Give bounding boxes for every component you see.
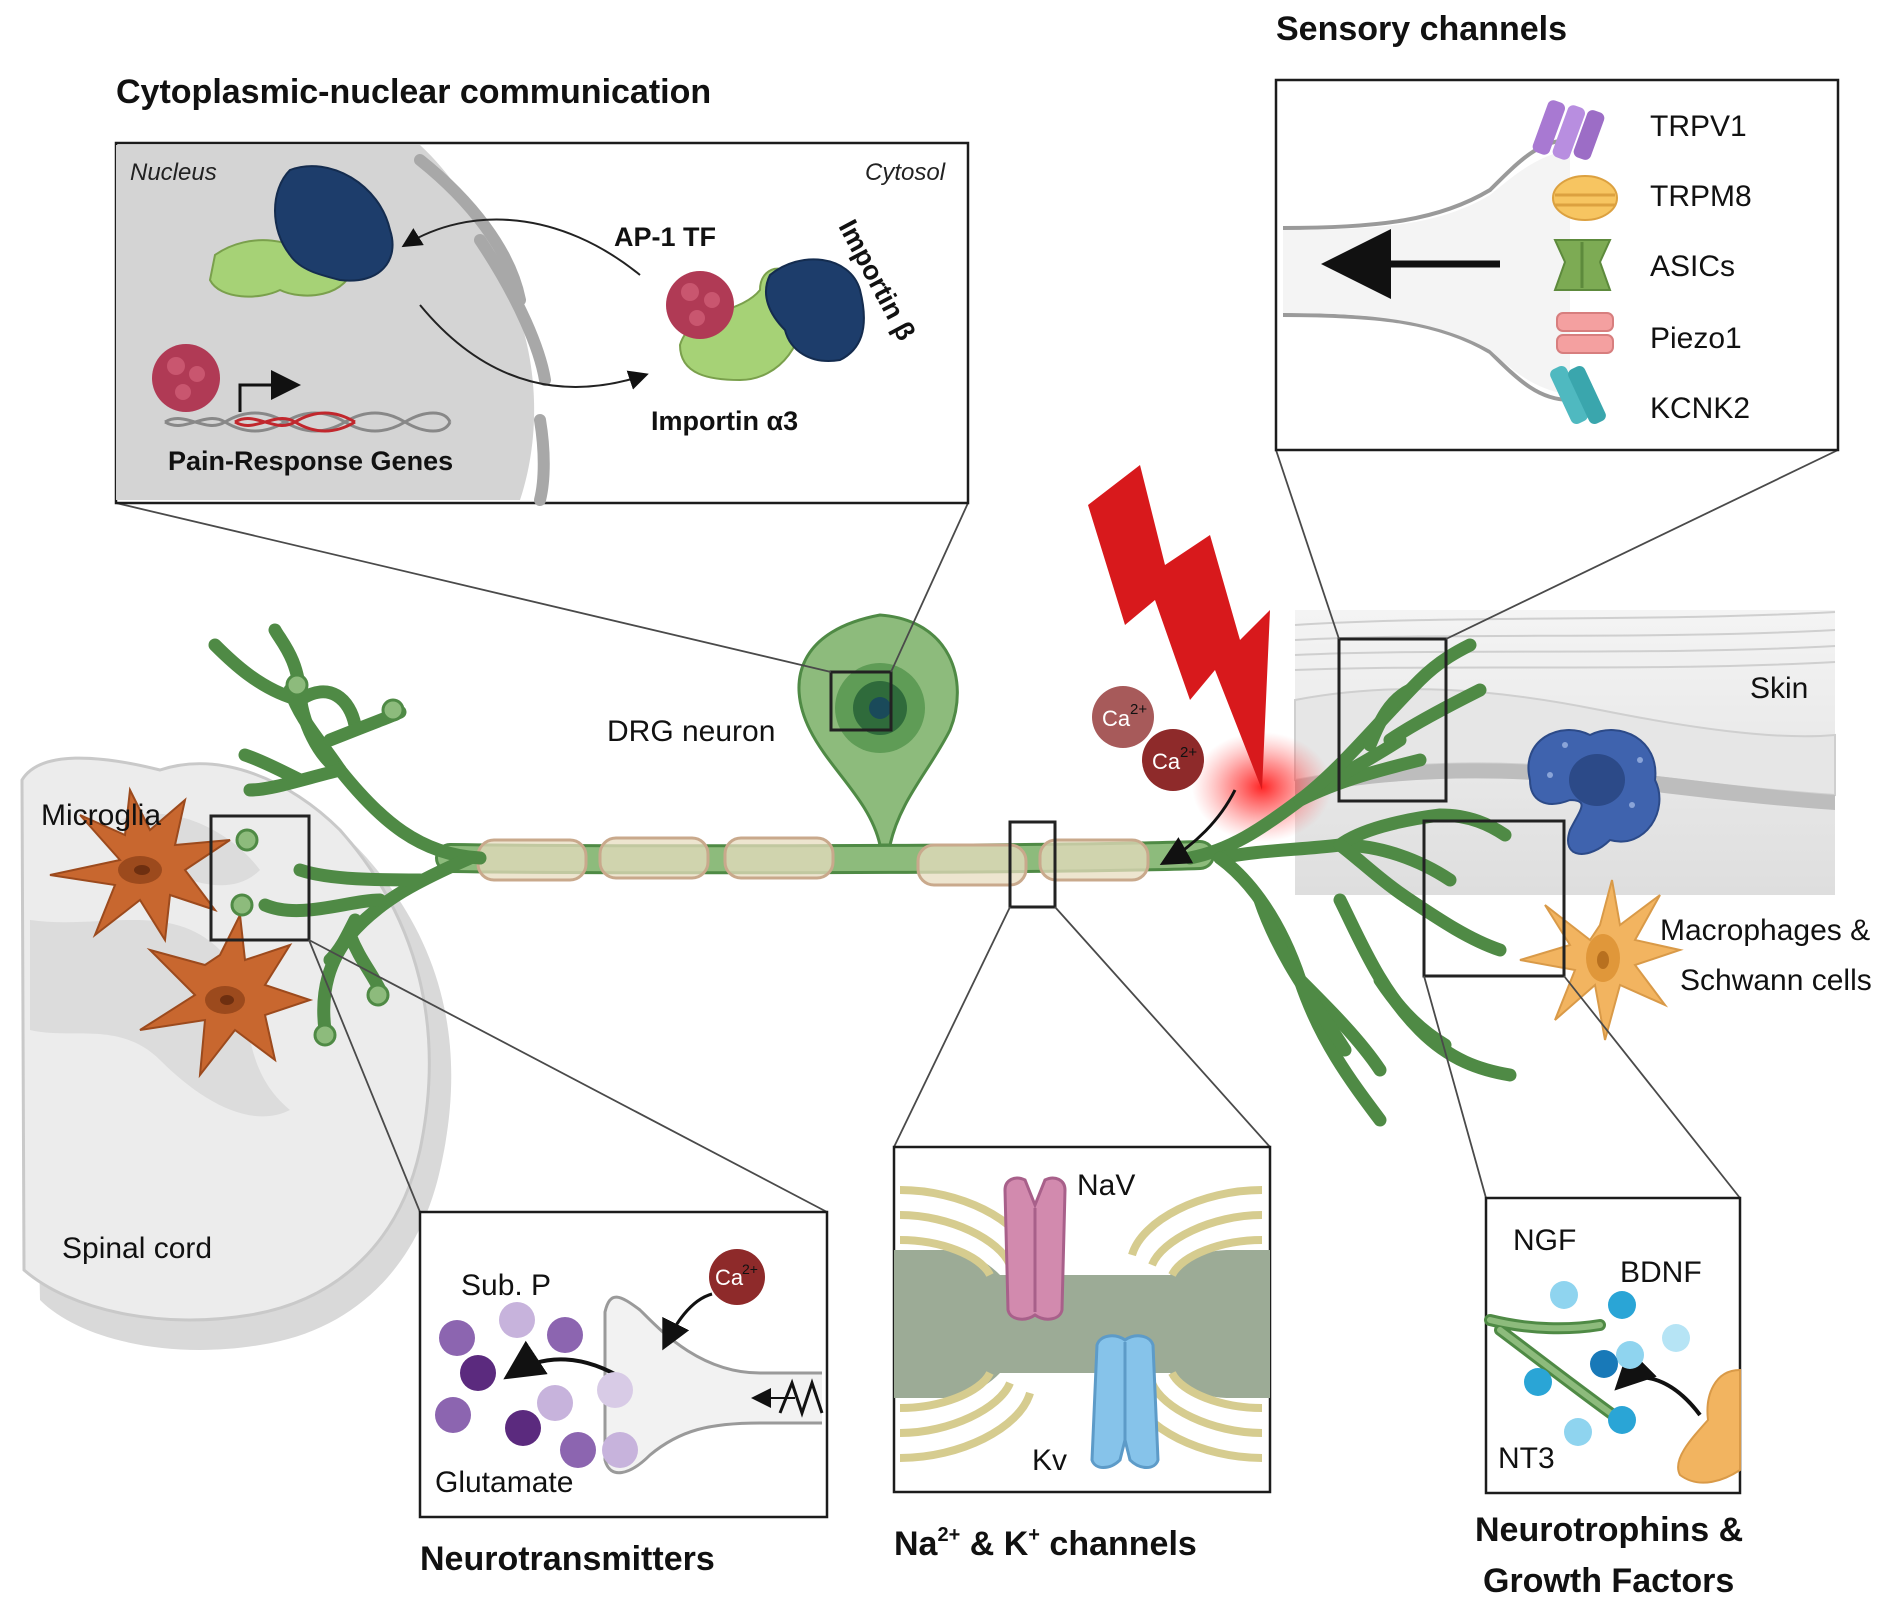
- microglia-cell-2: [139, 911, 314, 1079]
- ngf-label: NGF: [1513, 1224, 1576, 1257]
- drg-neuron-label: DRG neuron: [607, 715, 775, 748]
- importin-complex-nucleus: [208, 165, 394, 298]
- trpv1-channel-icon: [1532, 100, 1605, 160]
- peripheral-terminal-branches: [1183, 638, 1517, 1127]
- macrophages-label-1: Macrophages &: [1660, 914, 1870, 947]
- channel-label-2: TRPM8: [1650, 180, 1752, 213]
- ca-label-synapse: Ca: [715, 1265, 744, 1290]
- growth-factor-particles: [1524, 1281, 1690, 1446]
- na-k-sup1: 2+: [937, 1524, 960, 1546]
- na-k-sup2: +: [1028, 1524, 1040, 1546]
- na-k-prefix: Na: [894, 1525, 939, 1563]
- title-cytoplasmic: Cytoplasmic-nuclear communication: [116, 73, 711, 111]
- calcium-influx-arrow: [1159, 789, 1237, 865]
- ap1-label: AP-1 TF: [614, 222, 716, 252]
- ca-label-2: Ca: [1152, 749, 1181, 774]
- title-neurotrophins-1: Neurotrophins &: [1475, 1511, 1743, 1549]
- title-na-k-channels: Na2+ & K+ channels: [894, 1524, 1197, 1563]
- nav-label: NaV: [1077, 1169, 1135, 1202]
- trpm8-channel-icon: [1552, 175, 1618, 221]
- central-terminal-branches: [208, 623, 487, 1047]
- na-k-mid: & K: [960, 1525, 1028, 1563]
- myelin-sheath: [476, 836, 1150, 887]
- cytosol-label: Cytosol: [865, 159, 946, 186]
- microglia-label: Microglia: [41, 799, 161, 832]
- genes-label: Pain-Response Genes: [168, 446, 453, 476]
- lightning-bolt-icon: [1088, 465, 1270, 790]
- ca-sup-1: 2+: [1130, 701, 1147, 718]
- nucleus-label: Nucleus: [130, 159, 217, 186]
- asics-channel-icon: [1553, 239, 1612, 291]
- spinal-cord-label: Spinal cord: [62, 1232, 212, 1265]
- title-neurotrophins-2: Growth Factors: [1483, 1562, 1734, 1600]
- sensory-panel: TRPV1 TRPM8 ASICs Piezo1 KCNK2: [1274, 78, 1840, 452]
- ca-ion-synapse: Ca 2+: [709, 1249, 765, 1305]
- cytoplasmic-panel: Nucleus Cytosol AP-1 TF Importin β Impor…: [114, 141, 970, 506]
- myelin-wraps: [899, 1186, 1263, 1462]
- skin-label: Skin: [1750, 672, 1808, 705]
- schwann-cell: [1519, 879, 1684, 1041]
- microglia-cell-1: [49, 786, 231, 943]
- calcium-ion-1: Ca 2+: [1092, 686, 1154, 748]
- zoom-callouts: [115, 449, 1839, 1213]
- glutamate-label: Glutamate: [435, 1466, 573, 1499]
- macrophage-cell: [1527, 729, 1661, 855]
- title-sensory: Sensory channels: [1276, 10, 1567, 48]
- na-k-suffix: channels: [1040, 1525, 1197, 1563]
- na-k-channels-panel: NaV Kv: [892, 1145, 1272, 1494]
- neurotransmitter-panel: Ca 2+ Sub. P Glutamate: [418, 1210, 829, 1519]
- kcnk2-channel-icon: [1550, 365, 1606, 425]
- piezo1-channel-icon: [1556, 312, 1614, 354]
- sub-p-label: Sub. P: [461, 1269, 551, 1302]
- kv-label: Kv: [1032, 1444, 1067, 1477]
- ca-label-1: Ca: [1102, 706, 1131, 731]
- macrophages-label-2: Schwann cells: [1680, 964, 1872, 997]
- dna-strand: [152, 344, 452, 433]
- calcium-ion-2: Ca 2+: [1142, 729, 1204, 791]
- channel-label-3: ASICs: [1650, 250, 1735, 283]
- channel-label-4: Piezo1: [1650, 322, 1742, 355]
- ap1-importin-complex: [666, 258, 865, 382]
- nt3-label: NT3: [1498, 1442, 1555, 1475]
- kv-channel-icon: [1090, 1334, 1160, 1469]
- nav-channel-icon: [1003, 1176, 1067, 1321]
- ca-sup-synapse: 2+: [742, 1261, 758, 1277]
- channel-label-5: KCNK2: [1650, 392, 1750, 425]
- neurotrophin-panel: NGF BDNF NT3: [1484, 1196, 1742, 1495]
- channel-label-1: TRPV1: [1650, 110, 1747, 143]
- ca-sup-2: 2+: [1180, 744, 1197, 761]
- title-neurotransmitters: Neurotransmitters: [420, 1540, 715, 1578]
- importin-a3-label: Importin α3: [651, 406, 798, 436]
- vesicles: [435, 1302, 638, 1468]
- bdnf-label: BDNF: [1620, 1256, 1702, 1289]
